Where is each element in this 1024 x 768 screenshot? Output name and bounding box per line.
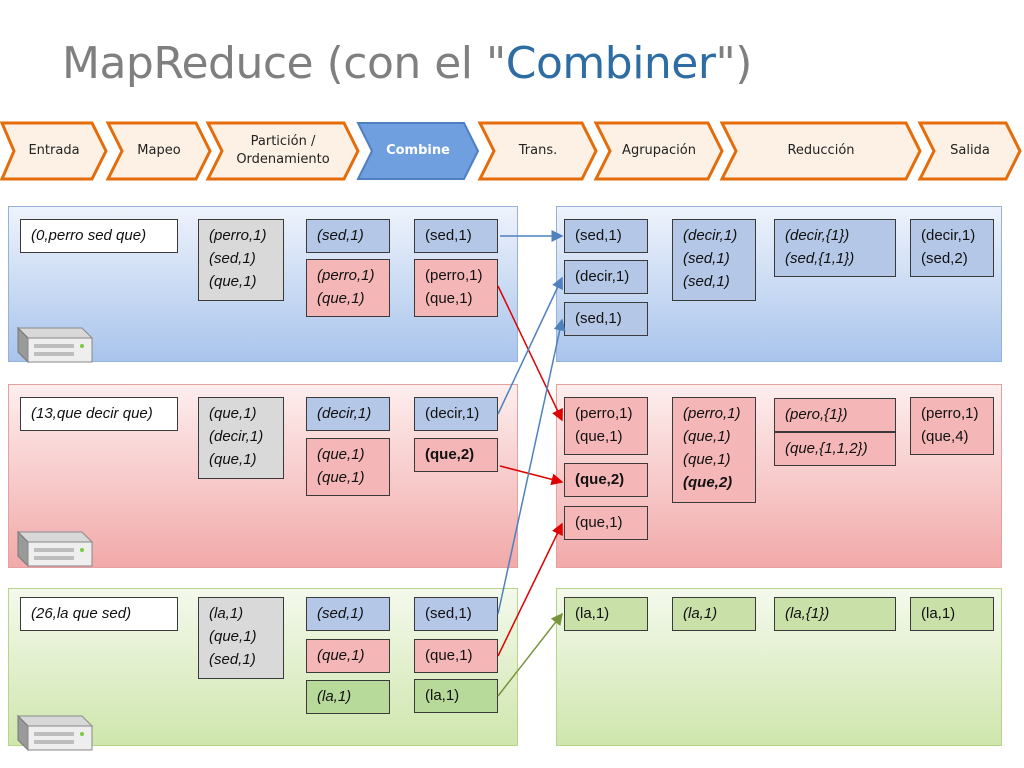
stage-pipeline: Entrada Mapeo Partición / Ordenamiento C…	[0, 120, 1024, 186]
partition-box: (sed,1)	[306, 597, 390, 631]
combine-box: (perro,1)(que,1)	[414, 259, 498, 317]
stage-entrada: Entrada	[0, 120, 108, 182]
map-box: (que,1)(decir,1)(que,1)	[198, 397, 284, 479]
shuffle-arrow	[497, 522, 563, 657]
partition-box: (que,1)(que,1)	[306, 438, 390, 496]
reduce-box: (la,{1})	[774, 597, 896, 631]
stage-combine: Combine	[356, 120, 480, 182]
stage-reduccion: Reducción	[719, 120, 922, 182]
combine-box: (sed,1)	[414, 219, 498, 253]
combine-box: (que,1)	[414, 639, 498, 673]
trans-box: (sed,1)	[564, 219, 648, 253]
stage-mapeo: Mapeo	[105, 120, 212, 182]
group-box: (perro,1)(que,1)(que,1)(que,2)	[672, 397, 756, 503]
map-box: (perro,1)(sed,1)(que,1)	[198, 219, 284, 301]
trans-box: (perro,1)(que,1)	[564, 397, 648, 455]
output-box: (perro,1)(que,4)	[910, 397, 994, 455]
input-box: (0,perro sed que)	[20, 219, 178, 253]
server-icon	[16, 530, 94, 568]
trans-box: (sed,1)	[564, 302, 648, 336]
trans-box: (la,1)	[564, 597, 648, 631]
shuffle-arrow	[497, 612, 563, 697]
output-box: (la,1)	[910, 597, 994, 631]
output-box: (decir,1)(sed,2)	[910, 219, 994, 277]
combine-box: (que,2)	[414, 438, 498, 472]
combine-box: (decir,1)	[414, 397, 498, 431]
reduce-box: (pero,{1})	[774, 398, 896, 432]
partition-box: (perro,1)(que,1)	[306, 259, 390, 317]
trans-box: (decir,1)	[564, 260, 648, 294]
partition-box: (la,1)	[306, 680, 390, 714]
combine-box: (sed,1)	[414, 597, 498, 631]
partition-box: (que,1)	[306, 639, 390, 673]
partition-box: (sed,1)	[306, 219, 390, 253]
server-icon	[16, 714, 94, 752]
shuffle-arrow	[497, 318, 566, 615]
stage-particion: Partición / Ordenamiento	[205, 120, 360, 182]
shuffle-arrow	[499, 465, 564, 486]
combine-box: (la,1)	[414, 679, 498, 713]
page-title: MapReduce (con el "Combiner")	[62, 38, 752, 89]
input-box: (13,que decir que)	[20, 397, 178, 431]
trans-box: (que,2)	[564, 463, 648, 497]
trans-box: (que,1)	[564, 506, 648, 540]
group-box: (la,1)	[672, 597, 756, 631]
partition-box: (decir,1)	[306, 397, 390, 431]
stage-agrupacion: Agrupación	[593, 120, 724, 182]
map-box: (la,1)(que,1)(sed,1)	[198, 597, 284, 679]
server-icon	[16, 326, 94, 364]
stage-trans: Trans.	[477, 120, 598, 182]
shuffle-arrow	[497, 276, 563, 415]
group-box: (decir,1)(sed,1)(sed,1)	[672, 219, 756, 301]
input-box: (26,la que sed)	[20, 597, 178, 631]
stage-salida: Salida	[917, 120, 1024, 182]
shuffle-arrow	[497, 285, 563, 422]
reduce-box: (que,{1,1,2})	[774, 432, 896, 466]
reduce-box: (decir,{1})(sed,{1,1})	[774, 219, 896, 277]
